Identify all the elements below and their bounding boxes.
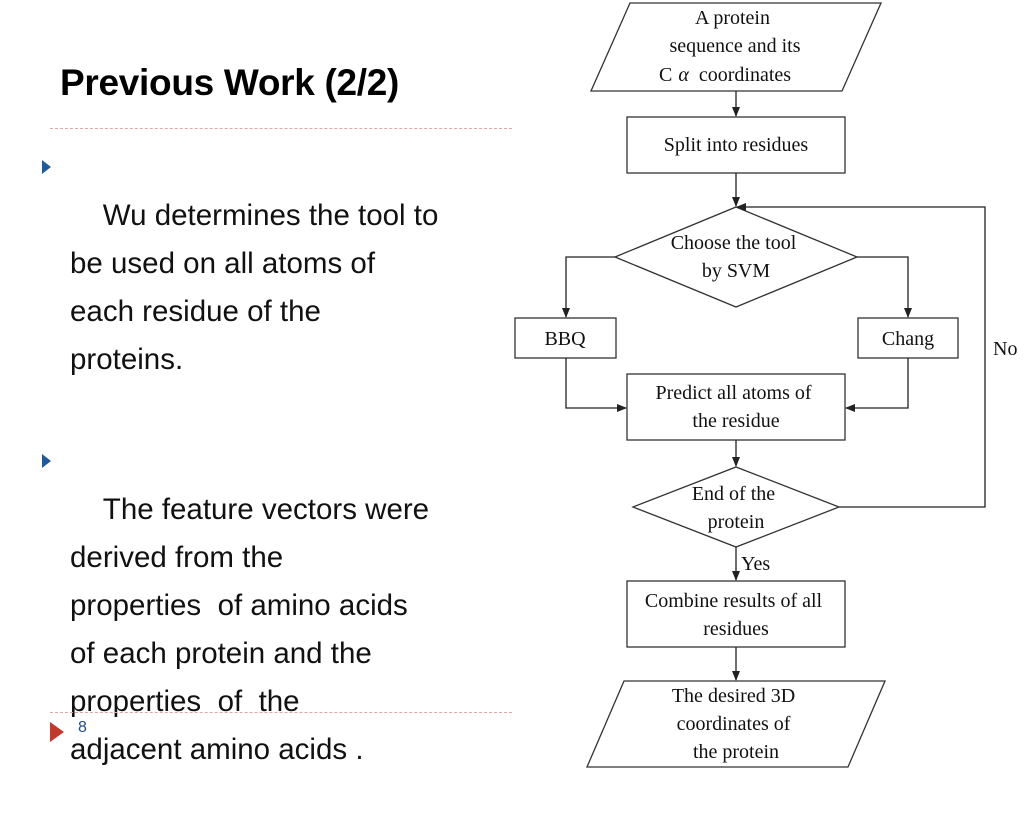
choose-diamond [613, 206, 859, 308]
slide-title: Previous Work (2/2) [60, 62, 400, 103]
choose-line-2: by SVM [702, 260, 771, 282]
bullet-arrow-icon [42, 160, 51, 174]
output-line-3: the protein [693, 741, 779, 763]
arrow-bbq-to-predict [565, 358, 627, 412]
chang-label: Chang [882, 328, 934, 350]
output-label: The desired 3D coordinates of the protei… [672, 685, 800, 763]
combine-label: Combine results of all residues [645, 590, 827, 640]
title-divider [50, 128, 512, 129]
split-label: Split into residues [664, 134, 809, 156]
bullet-text: Wu determines the tool to be used on all… [70, 199, 439, 376]
predict-line-1: Predict all atoms of [655, 382, 811, 404]
input-line-1: A protein [695, 7, 770, 29]
arrow-chang-to-predict [845, 358, 909, 412]
input-line-2: sequence and its [669, 35, 800, 57]
arrow-choose-to-chang [857, 256, 912, 318]
end-diamond [631, 466, 841, 548]
bullet-item: Wu determines the tool to be used on all… [42, 144, 512, 432]
footer-divider [50, 712, 512, 713]
output-line-2: coordinates of [677, 713, 791, 735]
input-parallelogram [590, 2, 882, 92]
input-coordinates-word: coordinates [699, 64, 791, 86]
predict-box [626, 373, 846, 441]
output-parallelogram [586, 680, 886, 768]
input-label: A protein sequence and its [669, 7, 800, 57]
arrow-choose-to-bbq [562, 256, 615, 318]
end-line-1: End of the [692, 483, 775, 505]
page-number: 8 [78, 719, 87, 736]
no-label: No [993, 338, 1017, 360]
combine-line-1: Combine results of all [645, 590, 823, 612]
bbq-label: BBQ [544, 328, 586, 350]
output-line-1: The desired 3D [672, 685, 795, 707]
alpha-symbol: α [678, 64, 689, 86]
footer-triangle-icon [50, 722, 64, 742]
choose-line-1: Choose the tool [671, 232, 797, 254]
input-c-symbol: C [659, 64, 672, 86]
predict-label: Predict all atoms of the residue [655, 382, 816, 432]
bullet-arrow-icon [42, 454, 51, 468]
bullet-list: Wu determines the tool to be used on all… [42, 144, 512, 828]
no-loop-connector [736, 203, 986, 508]
end-line-2: protein [708, 511, 765, 533]
predict-line-2: the residue [692, 410, 779, 432]
choose-label: Choose the tool by SVM [671, 232, 802, 282]
end-label: End of the protein [692, 483, 780, 533]
split-box [626, 116, 846, 174]
combine-line-2: residues [703, 618, 769, 640]
yes-label: Yes [741, 553, 770, 575]
chang-box [857, 317, 959, 359]
